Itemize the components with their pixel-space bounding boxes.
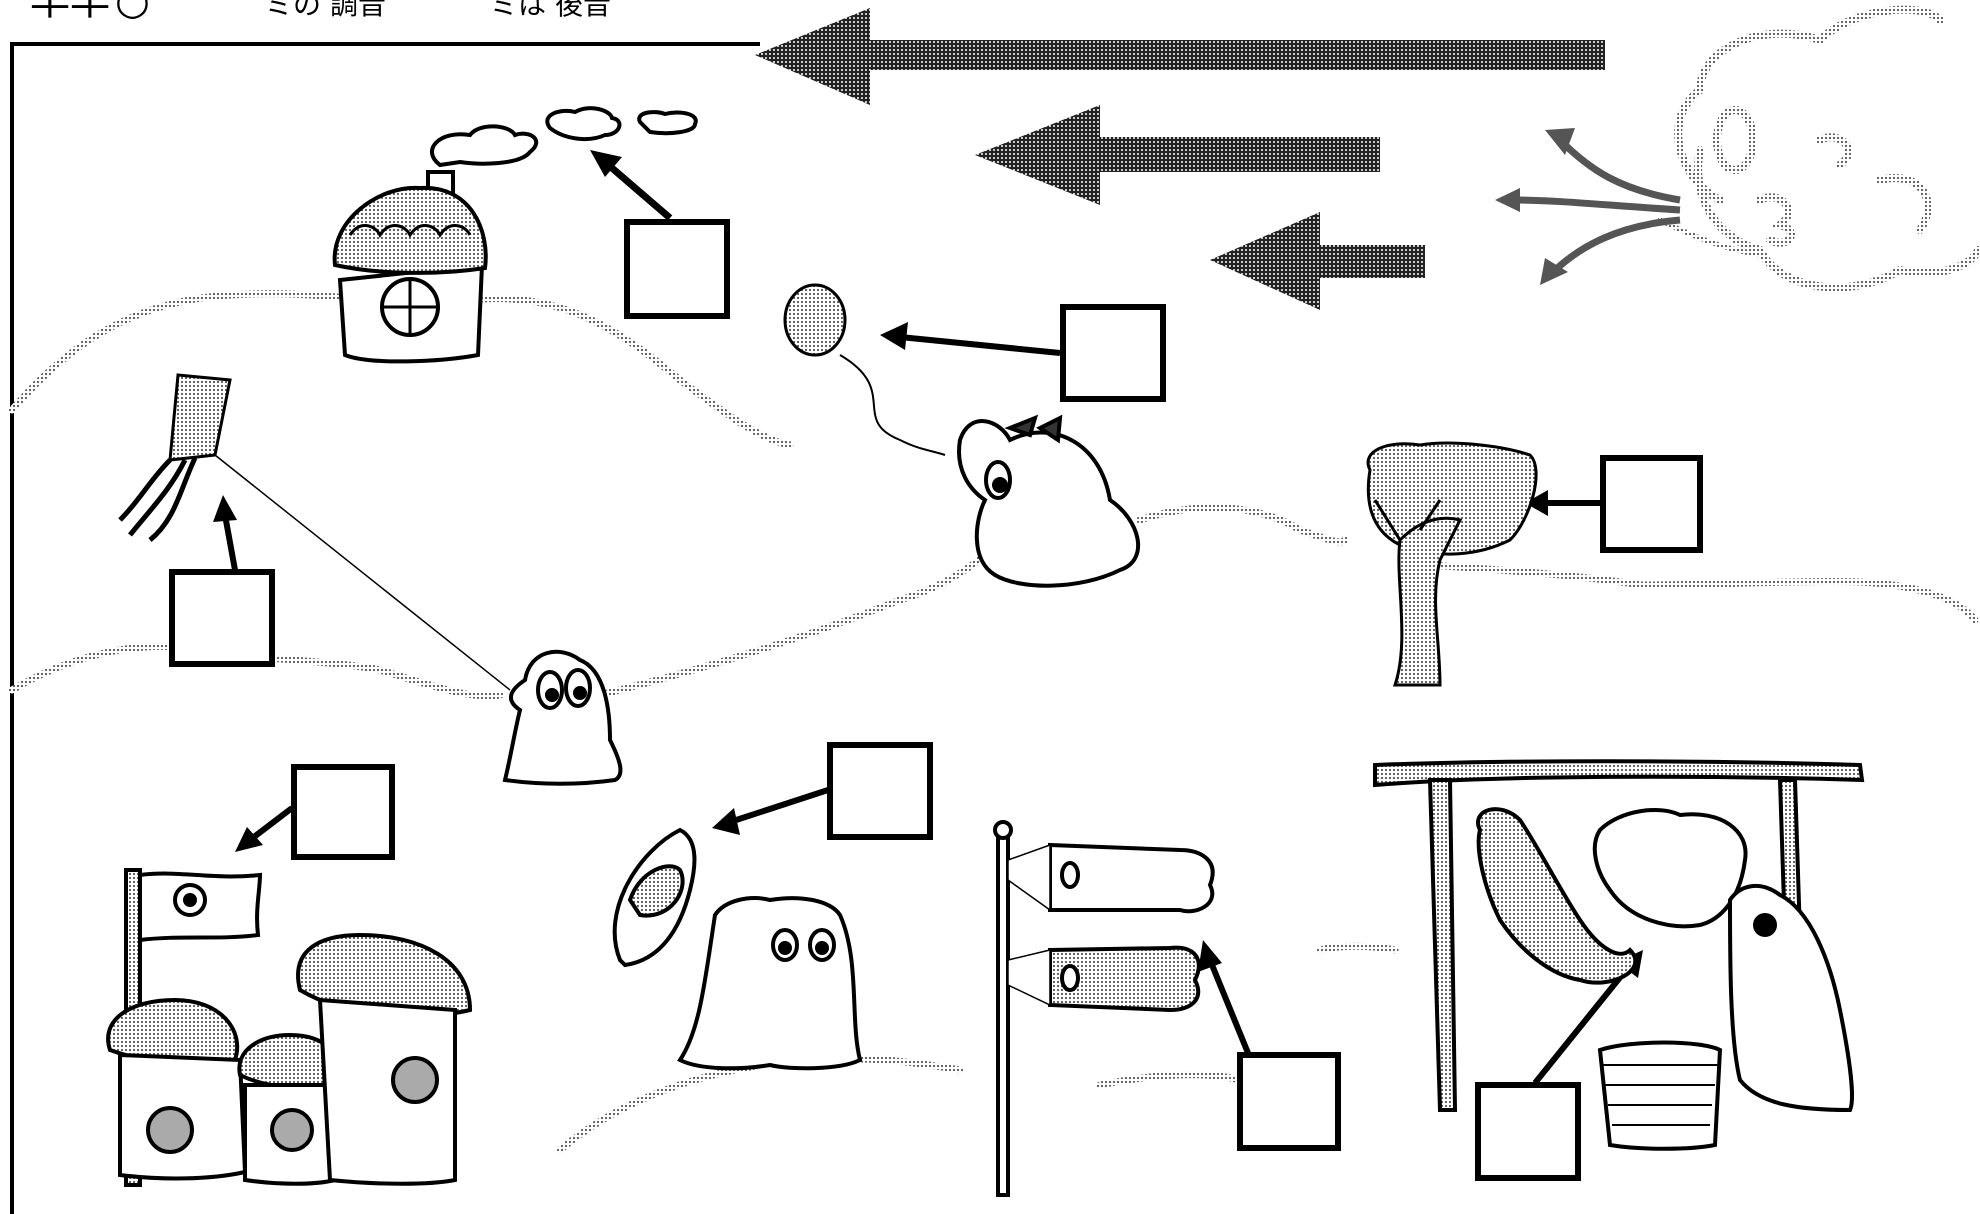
carp-streamers	[993, 820, 1215, 1197]
wind-breath-arrows	[1495, 128, 1681, 285]
answer-box-smoke[interactable]	[590, 150, 730, 319]
worksheet-title: 早早 ○ ミの 調音 ミは 後音	[30, 0, 611, 24]
answer-box-laundry[interactable]	[1475, 950, 1643, 1181]
title-part-5: 後音	[555, 0, 611, 21]
house-top	[332, 170, 488, 364]
title-circle-mark: ○	[115, 0, 150, 24]
wind-god-face	[1657, 5, 1980, 292]
title-part-3: 調音	[330, 0, 386, 21]
flying-hat	[612, 827, 697, 968]
answer-box-hat[interactable]	[712, 742, 933, 840]
title-part-1: 早早	[30, 0, 110, 24]
ghost-kite-holder	[502, 649, 623, 786]
ghost-lost-hat	[677, 896, 863, 1071]
chimney-smoke	[430, 106, 698, 168]
wind-arrows	[755, 8, 1605, 310]
answer-box-balloon[interactable]	[880, 304, 1166, 402]
ghost-with-bow	[957, 414, 1140, 588]
tree	[1366, 441, 1538, 687]
answer-box-flag[interactable]	[235, 764, 395, 860]
answer-box-tree[interactable]	[1525, 455, 1703, 553]
wind-arrow-small	[1210, 212, 1425, 310]
flag-and-houses	[106, 868, 473, 1187]
title-part-4: ミは	[490, 0, 546, 21]
kite	[118, 373, 511, 691]
hill-lines	[8, 290, 1979, 1154]
laundry-rack	[1373, 759, 1865, 1151]
answer-box-kite[interactable]	[169, 495, 275, 667]
answer-box-carp-streamer[interactable]	[1198, 940, 1341, 1151]
title-part-2: ミの	[265, 0, 321, 21]
worksheet-frame	[10, 42, 760, 1214]
balloon	[783, 283, 946, 456]
wind-arrow-medium	[975, 105, 1380, 205]
wind-arrow-large	[755, 8, 1605, 105]
